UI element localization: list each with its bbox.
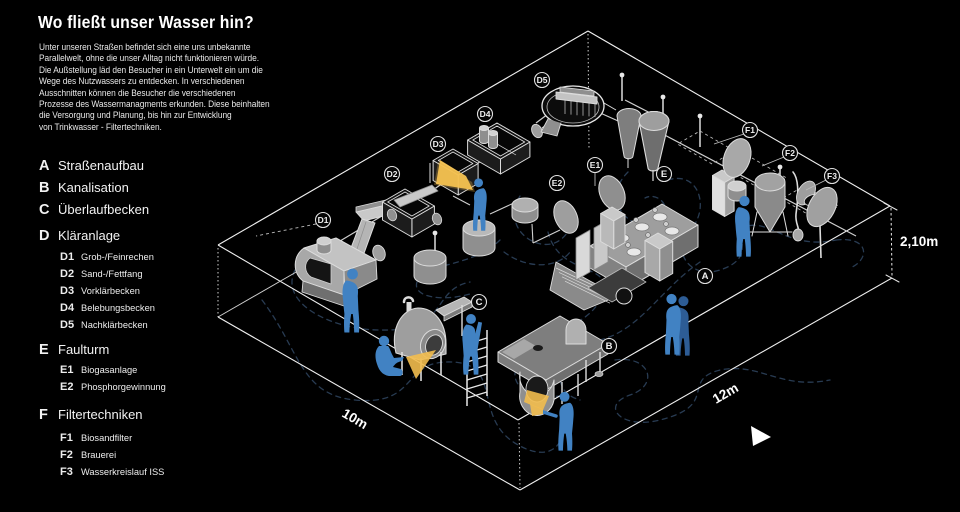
svg-text:B: B — [606, 341, 613, 352]
svg-text:2,10m: 2,10m — [900, 234, 938, 249]
svg-text:D5: D5 — [537, 75, 548, 85]
svg-text:E2: E2 — [552, 178, 563, 188]
svg-text:F3: F3 — [827, 171, 837, 181]
svg-text:D2: D2 — [387, 169, 398, 179]
svg-text:A: A — [702, 271, 709, 282]
svg-text:F2: F2 — [785, 148, 795, 158]
svg-text:D1: D1 — [318, 215, 329, 225]
svg-text:F1: F1 — [745, 125, 755, 135]
svg-text:D4: D4 — [480, 109, 491, 119]
svg-text:C: C — [476, 297, 483, 308]
svg-text:D3: D3 — [433, 139, 444, 149]
svg-text:E: E — [661, 169, 667, 180]
svg-text:E1: E1 — [590, 160, 601, 170]
